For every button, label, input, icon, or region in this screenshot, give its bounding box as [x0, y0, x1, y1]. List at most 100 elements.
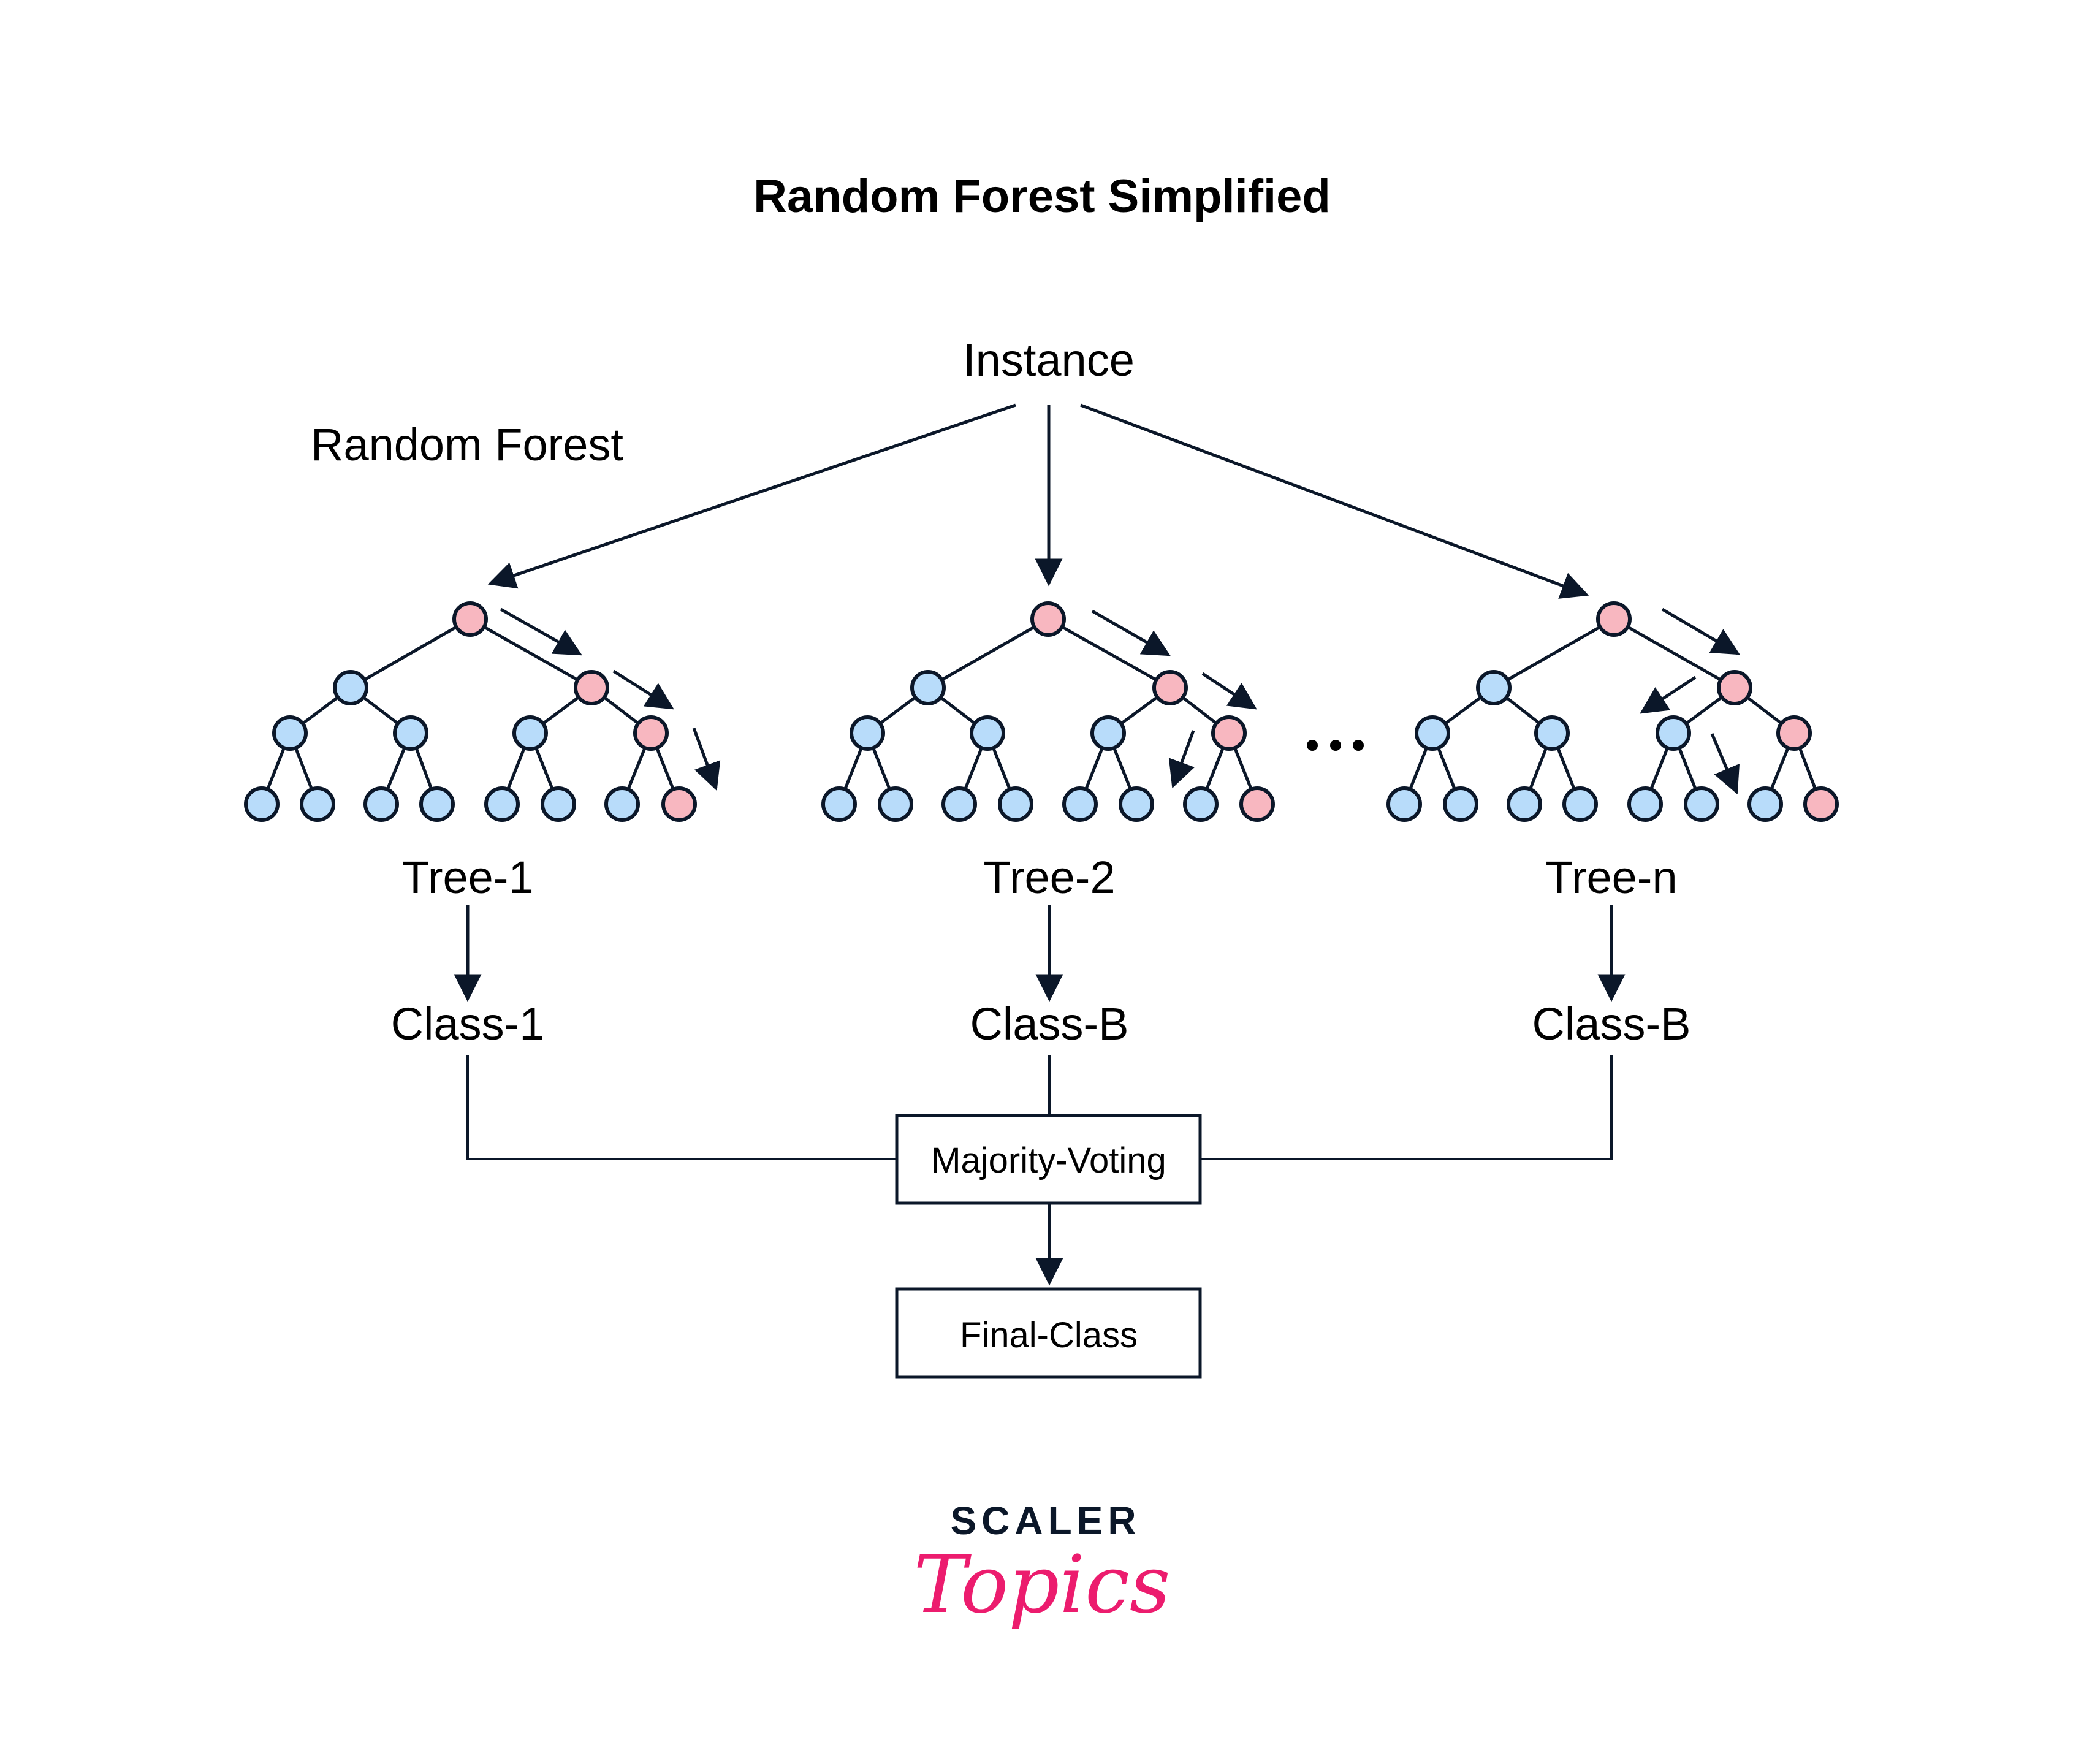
tree-node — [970, 715, 1005, 751]
tree-n-label: Tree-n — [1545, 852, 1677, 903]
tree-edge — [1507, 625, 1601, 682]
tree-edge — [362, 696, 399, 725]
tree-1-label: Tree-1 — [401, 852, 533, 903]
tree-edge — [964, 747, 983, 790]
tree-node — [484, 786, 520, 822]
tree-edge — [1182, 696, 1217, 725]
tree-edge — [542, 696, 580, 725]
decision-path-arrow — [1710, 733, 1740, 795]
tree-2-class-label: Class-B — [970, 998, 1128, 1049]
instance-arrow-tree-1 — [487, 403, 1016, 589]
instance-label: Instance — [963, 335, 1135, 386]
tree-edge — [1505, 696, 1541, 724]
tree-node — [1062, 786, 1098, 822]
tree-node — [1183, 786, 1219, 822]
more-trees-ellipsis — [1307, 740, 1364, 751]
tree-edge — [414, 747, 433, 790]
tree-node — [821, 786, 857, 822]
tree-n-class-label: Class-B — [1532, 998, 1690, 1049]
tree-node — [419, 786, 455, 822]
logo-topics-text: Topics — [913, 1538, 1170, 1631]
tree-edge — [363, 625, 457, 682]
tree-node-on-path — [661, 786, 697, 822]
tree-node — [1090, 715, 1126, 751]
tree-edge — [843, 747, 863, 790]
decision-path-arrow — [612, 669, 674, 710]
tree-edge — [1112, 747, 1132, 790]
tree-edge — [294, 747, 313, 790]
tree-edge — [1061, 625, 1157, 682]
tree-node — [1534, 715, 1570, 751]
tree-edge — [534, 747, 554, 790]
decision-path-arrow — [1201, 672, 1257, 710]
tree-node — [1562, 786, 1598, 822]
tree-edge — [1746, 696, 1782, 725]
tree-node — [363, 786, 399, 822]
ellipsis-dot — [1330, 740, 1341, 751]
tree-edge — [1437, 747, 1456, 790]
decision-path-arrow — [500, 607, 582, 656]
tree-edge — [879, 696, 916, 725]
final-class-label: Final-Class — [960, 1315, 1138, 1355]
tree-edge — [1649, 747, 1669, 790]
tree-edge — [1409, 747, 1428, 790]
tree-node — [333, 670, 368, 705]
instance-arrow-tree-n — [1080, 403, 1589, 599]
tree-node — [850, 715, 885, 751]
tree-edge — [266, 747, 286, 790]
tree-node — [1119, 786, 1154, 822]
tree-node — [300, 786, 335, 822]
tree-node — [393, 715, 428, 751]
tree-edge — [1084, 747, 1104, 790]
tree-node — [1627, 786, 1663, 822]
tree-edge — [506, 747, 526, 790]
tree-node — [604, 786, 640, 822]
tree-node — [878, 786, 913, 822]
tree-node — [1507, 786, 1542, 822]
tree-edge — [872, 747, 891, 790]
tree-edge — [1678, 747, 1697, 790]
tree-edge — [655, 747, 675, 790]
tree-edge — [626, 747, 647, 790]
decision-tree-2 — [821, 601, 1275, 822]
ellipsis-dot — [1353, 740, 1364, 751]
tree-edge — [1556, 747, 1576, 790]
tree-edge — [1205, 747, 1225, 790]
tree-edge — [1627, 625, 1722, 682]
tree-node-on-path — [574, 670, 609, 705]
decision-tree-1 — [244, 601, 721, 822]
tree-edge — [1444, 696, 1482, 725]
tree-node-on-path — [1803, 786, 1839, 822]
tree-node — [1684, 786, 1719, 822]
decision-path-arrow — [1168, 730, 1195, 789]
tree-node — [910, 670, 946, 705]
tree-node-on-path — [1717, 670, 1752, 705]
tree-node-on-path — [1239, 786, 1275, 822]
tree-node — [1656, 715, 1691, 751]
tree-edge — [483, 625, 579, 682]
tree-node — [1443, 786, 1478, 822]
tree-edge — [1529, 747, 1548, 790]
decision-path-arrow — [1661, 607, 1740, 655]
tree-node — [1747, 786, 1783, 822]
tree-edge — [603, 696, 639, 725]
decision-path-arrow — [692, 728, 721, 791]
tree-edge — [302, 696, 339, 725]
tree-node — [1386, 786, 1422, 822]
tree-node-on-path — [633, 715, 669, 751]
tree-edge — [992, 747, 1011, 790]
class-n-connector — [1200, 1055, 1613, 1160]
tree-node-on-path — [1211, 715, 1247, 751]
tree-edge — [386, 747, 406, 790]
trees-group — [244, 601, 1839, 822]
tree-edge — [940, 696, 976, 725]
diagram-title: Random Forest Simplified — [753, 170, 1331, 222]
tree-node-on-path — [452, 601, 488, 637]
tree-edge — [941, 625, 1035, 682]
tree-edge — [1770, 747, 1790, 790]
tree-node — [244, 786, 280, 822]
tree-edge — [1685, 696, 1723, 725]
tree-1-class-label: Class-1 — [391, 998, 545, 1049]
tree-node — [1476, 670, 1512, 705]
final-class-box — [895, 1287, 1202, 1379]
